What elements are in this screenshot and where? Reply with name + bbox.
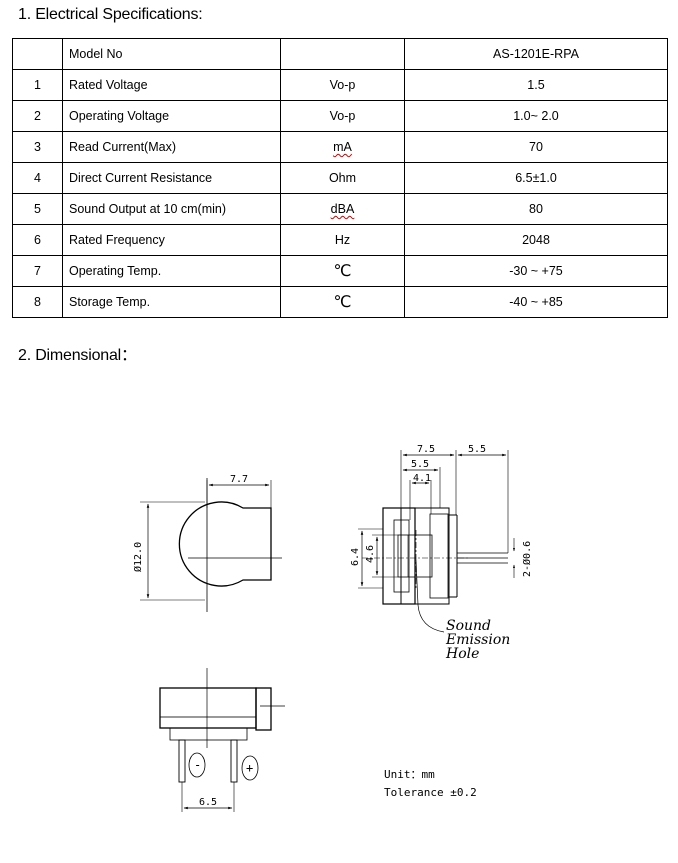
- dim-side-left-a: 6.4: [350, 548, 361, 566]
- row-number: 4: [12, 162, 63, 194]
- row-value: 1.0~ 2.0: [404, 100, 668, 132]
- header-no: [12, 38, 63, 70]
- row-number: 6: [12, 224, 63, 256]
- dim-side-top-c: 5.5: [411, 459, 429, 470]
- dim-pin-diameter: 2-Ø0.6: [521, 541, 533, 577]
- row-parameter: Direct Current Resistance: [62, 162, 281, 194]
- header-model-label: Model No: [62, 38, 281, 70]
- specifications-table: Model No AS-1201E-RPA 1 Rated Voltage Vo…: [12, 38, 668, 318]
- row-unit: Ohm: [280, 162, 405, 194]
- header-model-value: AS-1201E-RPA: [404, 38, 668, 70]
- side-view: [358, 450, 516, 633]
- row-value: -40 ~ +85: [404, 286, 668, 318]
- row-value: 70: [404, 131, 668, 163]
- table-row: 5 Sound Output at 10 cm(min) dBA 80: [12, 193, 668, 225]
- dim-diameter-label: Ø12.0: [132, 542, 144, 572]
- polarity-minus: -: [194, 758, 201, 772]
- polarity-plus: +: [246, 761, 253, 775]
- row-unit: ℃: [280, 286, 405, 318]
- section-title-electrical: 1. Electrical Specifications:: [18, 6, 203, 23]
- row-number: 7: [12, 255, 63, 287]
- callout-hole: Hole: [445, 646, 479, 662]
- callout-sound: Sound: [446, 618, 491, 634]
- row-value: 80: [404, 193, 668, 225]
- table-row: 3 Read Current(Max) mA 70: [12, 131, 668, 163]
- row-parameter: Sound Output at 10 cm(min): [62, 193, 281, 225]
- dim-side-top-d: 4.1: [413, 473, 431, 484]
- row-parameter: Rated Voltage: [62, 69, 281, 101]
- row-value: 6.5±1.0: [404, 162, 668, 194]
- table-header-row: Model No AS-1201E-RPA: [12, 38, 668, 70]
- dim-pin-spacing: 6.5: [199, 797, 217, 808]
- dim-width-label: 7.7: [230, 474, 248, 485]
- table-row: 8 Storage Temp. ℃ -40 ~ +85: [12, 286, 668, 318]
- row-number: 8: [12, 286, 63, 318]
- row-unit: ℃: [280, 255, 405, 287]
- row-parameter: Storage Temp.: [62, 286, 281, 318]
- unit-text: mA: [333, 140, 352, 154]
- table-row: 4 Direct Current Resistance Ohm 6.5±1.0: [12, 162, 668, 194]
- note-tolerance: Tolerance ±0.2: [384, 786, 477, 799]
- row-value: 1.5: [404, 69, 668, 101]
- row-unit: dBA: [280, 193, 405, 225]
- row-parameter: Read Current(Max): [62, 131, 281, 163]
- row-parameter: Operating Temp.: [62, 255, 281, 287]
- table-row: 6 Rated Frequency Hz 2048: [12, 224, 668, 256]
- dim-side-top-a: 7.5: [417, 444, 435, 455]
- row-value: -30 ~ +75: [404, 255, 668, 287]
- note-unit: Unit：mm: [384, 768, 435, 781]
- dim-side-top-b: 5.5: [468, 444, 486, 455]
- dim-side-left-b: 4.6: [365, 545, 376, 563]
- row-unit: Vo-p: [280, 100, 405, 132]
- bottom-view: [159, 668, 285, 812]
- section-title-dimensional: 2. Dimensional：: [18, 347, 137, 364]
- unit-text: dBA: [330, 202, 355, 216]
- table-row: 7 Operating Temp. ℃ -30 ~ +75: [12, 255, 668, 287]
- table-row: 1 Rated Voltage Vo-p 1.5: [12, 69, 668, 101]
- row-unit: Vo-p: [280, 69, 405, 101]
- front-view: [140, 478, 282, 612]
- callout-emission: Emission: [445, 632, 510, 648]
